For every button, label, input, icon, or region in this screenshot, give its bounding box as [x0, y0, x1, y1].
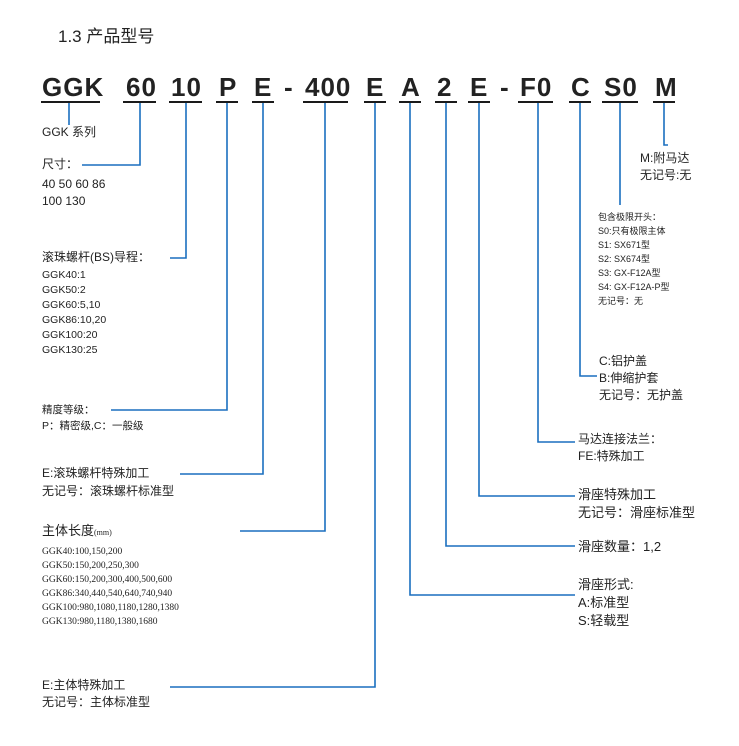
leader-cover — [579, 103, 597, 377]
label-body-special: E:主体特殊加工 — [42, 678, 126, 692]
label-cover: C:铝护盖 — [599, 354, 648, 368]
label-body-length-row: GGK130:980,1180,1380,1680 — [42, 617, 158, 627]
leader-body-length — [240, 103, 326, 532]
code-underline — [468, 101, 490, 103]
code-underline — [252, 101, 274, 103]
label-precision-head: 精度等级： — [42, 404, 95, 416]
label-lead-row: GGK50:2 — [42, 284, 86, 296]
label-flange: FE:特殊加工 — [578, 449, 645, 463]
label-size-head: 尺寸： — [42, 157, 79, 171]
code-segment: - — [284, 72, 294, 102]
code-segment: E — [366, 72, 385, 102]
label-flange: 马达连接法兰： — [578, 432, 663, 446]
label-lead-head: 滚珠螺杆(BS)导程： — [42, 250, 151, 264]
leader-body-special — [170, 103, 376, 688]
code-segment: E — [470, 72, 489, 102]
label-lead-row: GGK40:1 — [42, 269, 86, 281]
code-underline — [123, 101, 156, 103]
code-segment: A — [401, 72, 421, 102]
label-body-length-row: GGK100:980,1080,1180,1280,1380 — [42, 603, 179, 613]
label-body-length-row: GGK86:340,440,540,640,740,940 — [42, 589, 173, 599]
label-motor: 无记号:无 — [640, 168, 692, 182]
label-body-length-row: GGK60:150,200,300,400,500,600 — [42, 575, 173, 585]
leader-flange — [537, 103, 575, 443]
body-length-title: 主体长度 — [42, 523, 95, 538]
label-limit-row: S4: GX-F12A-P型 — [598, 282, 670, 292]
code-underline — [435, 101, 457, 103]
label-limit-row: 无记号：无 — [598, 296, 644, 306]
label-size-line: 40 50 60 86 — [42, 177, 106, 191]
label-body-special: 无记号：主体标准型 — [42, 695, 151, 709]
label-size-line: 100 130 — [42, 194, 86, 208]
label-lead-row: GGK100:20 — [42, 329, 98, 341]
label-slide-special: 滑座特殊加工 — [578, 487, 657, 502]
code-underline — [602, 101, 638, 103]
label-motor: M:附马达 — [640, 151, 690, 165]
code-segment: 2 — [437, 72, 453, 102]
label-limit-row: S2: SX674型 — [598, 254, 651, 264]
code-segment: F0 — [520, 72, 553, 102]
leader-screw-special — [180, 103, 264, 475]
code-underline — [169, 101, 202, 103]
label-slide-form: 滑座形式: — [578, 577, 634, 592]
code-underline — [653, 101, 675, 103]
code-underline — [41, 101, 100, 103]
label-limit-row: S3: GX-F12A型 — [598, 268, 661, 278]
leader-motor — [663, 103, 668, 146]
label-body-length-row: GGK50:150,200,250,300 — [42, 561, 139, 571]
label-slide-form: A:标准型 — [578, 595, 630, 610]
label-lead-row: GGK130:25 — [42, 344, 98, 356]
leader-slide-form — [409, 103, 575, 596]
code-underline — [303, 101, 348, 103]
label-limit-row: S1: SX671型 — [598, 240, 651, 250]
label-screw-special: 无记号：滚珠螺杆标准型 — [42, 484, 175, 498]
code-underline — [216, 101, 238, 103]
code-segment: GGK — [42, 72, 105, 102]
code-segment: 10 — [171, 72, 202, 102]
label-limit-head: 包含极限开头： — [598, 212, 662, 222]
code-underline — [399, 101, 421, 103]
label-lead-row: GGK86:10,20 — [42, 314, 107, 326]
leader-size — [82, 103, 141, 166]
label-slide-qty: 滑座数量：1,2 — [578, 539, 662, 554]
code-segment: S0 — [604, 72, 638, 102]
leader-precision — [111, 103, 228, 411]
code-segment: 400 — [305, 72, 352, 102]
code-underline — [518, 101, 553, 103]
label-slide-form: S:轻载型 — [578, 613, 630, 628]
section-title: 1.3 产品型号 — [58, 27, 155, 46]
leader-lead — [170, 103, 187, 259]
label-body-length-row: GGK40:100,150,200 — [42, 547, 123, 557]
label-cover: B:伸缩护套 — [599, 371, 659, 385]
label-slide-special: 无记号：滑座标准型 — [578, 505, 696, 520]
leader-slide-qty — [445, 103, 575, 547]
label-lead-row: GGK60:5,10 — [42, 299, 101, 311]
label-series: GGK 系列 — [42, 125, 97, 139]
label-body-length-head: 主体长度(mm) — [42, 522, 112, 540]
label-limit-row: S0:只有极限主体 — [598, 226, 666, 236]
leader-slide-special — [478, 103, 575, 497]
body-length-unit: (mm) — [94, 528, 112, 537]
code-segment: C — [571, 72, 591, 102]
code-segment: P — [219, 72, 238, 102]
label-precision-line: P：精密级,C：一般级 — [42, 420, 144, 432]
code-underline — [569, 101, 591, 103]
label-screw-special: E:滚珠螺杆特殊加工 — [42, 466, 150, 480]
label-cover: 无记号：无护盖 — [599, 388, 684, 402]
code-segment: E — [254, 72, 273, 102]
code-segment: M — [655, 72, 678, 102]
code-underline — [364, 101, 386, 103]
code-segment: 60 — [126, 72, 157, 102]
code-segment: - — [500, 72, 510, 102]
